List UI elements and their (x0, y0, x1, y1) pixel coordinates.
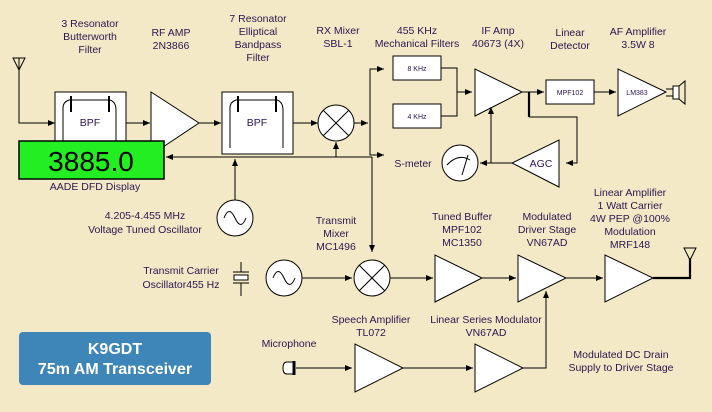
drain-note-2: Supply to Driver Stage (568, 362, 673, 374)
driver-triangle (517, 254, 568, 303)
title-callsign: K9GDT (88, 341, 142, 358)
tx-mixer-label-3: MC1496 (316, 241, 356, 253)
af-amp-label-2: 3.5W 8 (621, 39, 654, 51)
bpf2-label-2: Elliptical (239, 26, 278, 38)
if-amp-label-1: IF Amp (481, 25, 514, 37)
detector-label-1: Linear (555, 27, 585, 39)
wire-linear-antenna (653, 258, 692, 280)
detector-label-2: Detector (550, 40, 590, 52)
tx-antenna-icon (683, 247, 697, 262)
carrier-osc-label-1: Transmit Carrier (143, 265, 219, 277)
tuned-buffer-label-2: MPF102 (442, 224, 482, 236)
if-amp-triangle (474, 68, 524, 117)
s-meter-label: S-meter (394, 158, 432, 170)
detector-block (545, 79, 595, 105)
vto-oscillator-icon (216, 199, 254, 237)
bpf1-label-3: Filter (78, 44, 102, 56)
af-amp-label-1: AF Amplifier (610, 26, 667, 38)
speaker-icon (666, 79, 686, 106)
linear-amp-label-1: Linear Amplifier (594, 187, 667, 199)
modulator-label-2: VN67AD (466, 327, 507, 339)
driver-label-3: VN67AD (527, 237, 568, 249)
linear-amp-label-5: MRF148 (610, 239, 650, 251)
bpf1-inner-label: BPF (80, 117, 100, 129)
rf-amp-label-2: 2N3866 (153, 40, 190, 52)
s-meter-icon (441, 144, 479, 182)
af-amp-triangle (617, 68, 668, 117)
title-subtitle: 75m AM Transceiver (38, 361, 192, 378)
tuned-buffer-label-3: MC1350 (442, 237, 482, 249)
vto-label-1: 4.205-4.455 MHz (105, 210, 186, 222)
speech-amp-triangle (354, 343, 405, 393)
speech-amp-label-1: Speech Amplifier (332, 314, 411, 326)
vto-label-2: Voltage Tuned Oscillator (88, 224, 202, 236)
modulator-label-1: Linear Series Modulator (430, 314, 542, 326)
linear-amp-label-3: 4W PEP @100% (590, 213, 670, 225)
mech-filters-label-2: Mechanical Filters (375, 38, 460, 50)
title-badge (19, 332, 211, 385)
filter-8khz-label: 8 KHz (407, 66, 427, 73)
detector-inner-label: MPF102 (557, 90, 584, 97)
wire-ant-bpf1 (18, 92, 55, 126)
driver-label-1: Modulated (522, 211, 571, 223)
crystal-icon (233, 262, 249, 296)
agc-label: AGC (530, 158, 553, 170)
filter-4khz-block (392, 103, 442, 129)
wire-split-8k (369, 66, 384, 123)
bpf2-label-4: Filter (246, 52, 270, 64)
microphone-icon (282, 361, 296, 375)
rx-mixer-label-2: SBL-1 (323, 38, 352, 50)
modulator-triangle (474, 343, 525, 393)
bpf2-inner-label: BPF (247, 117, 267, 129)
microphone-label: Microphone (262, 338, 317, 350)
af-amp-inner-label: LM383 (626, 90, 648, 97)
drain-note-1: Modulated DC Drain (573, 349, 668, 361)
bpf1-label-1: 3 Resonator (61, 18, 119, 30)
if-amp-label-2: 40673 (4X) (472, 38, 524, 50)
mech-filters-label-1: 455 KHz (397, 25, 437, 37)
rx-antenna-icon (12, 57, 26, 92)
tuned-buffer-label-1: Tuned Buffer (432, 211, 493, 223)
frequency-display (18, 140, 165, 180)
linear-amp-label-2: 1 Watt Carrier (598, 200, 663, 212)
tuned-buffer-triangle (434, 254, 484, 303)
linear-amp-triangle (604, 254, 655, 303)
carrier-osc-label-2: Oscillator455 Hz (142, 279, 219, 291)
rf-amp-label-1: RF AMP (151, 27, 190, 39)
driver-label-2: Driver Stage (518, 224, 577, 236)
rf-amp-triangle (150, 91, 200, 156)
carrier-oscillator-icon (265, 259, 303, 297)
wire-tap-agc (529, 116, 578, 166)
wire-modulator-driver (523, 291, 549, 369)
wire-filters-combine (441, 67, 458, 117)
filter-4khz-label: 4 KHz (407, 114, 427, 121)
speech-amp-label-2: TL072 (356, 327, 386, 339)
rx-mixer-label-1: RX Mixer (316, 25, 360, 37)
tx-mixer-icon (353, 259, 391, 297)
display-label: AADE DFD Display (50, 181, 141, 193)
linear-amp-label-4: Modulation (604, 226, 656, 238)
bpf1-label-2: Butterworth (63, 31, 117, 43)
tx-mixer-label-1: Transmit (316, 215, 357, 227)
frequency-readout: 3885.0 (48, 146, 134, 177)
wire-split-4k (369, 123, 384, 158)
agc-triangle (510, 139, 560, 188)
rx-mixer-icon (317, 104, 355, 142)
tx-mixer-label-2: Mixer (323, 228, 349, 240)
filter-8khz-block (392, 55, 442, 81)
bpf2-label-1: 7 Resonator (229, 13, 287, 25)
bpf2-label-3: Bandpass (235, 39, 282, 51)
bpf2-block: BPF (221, 91, 294, 155)
